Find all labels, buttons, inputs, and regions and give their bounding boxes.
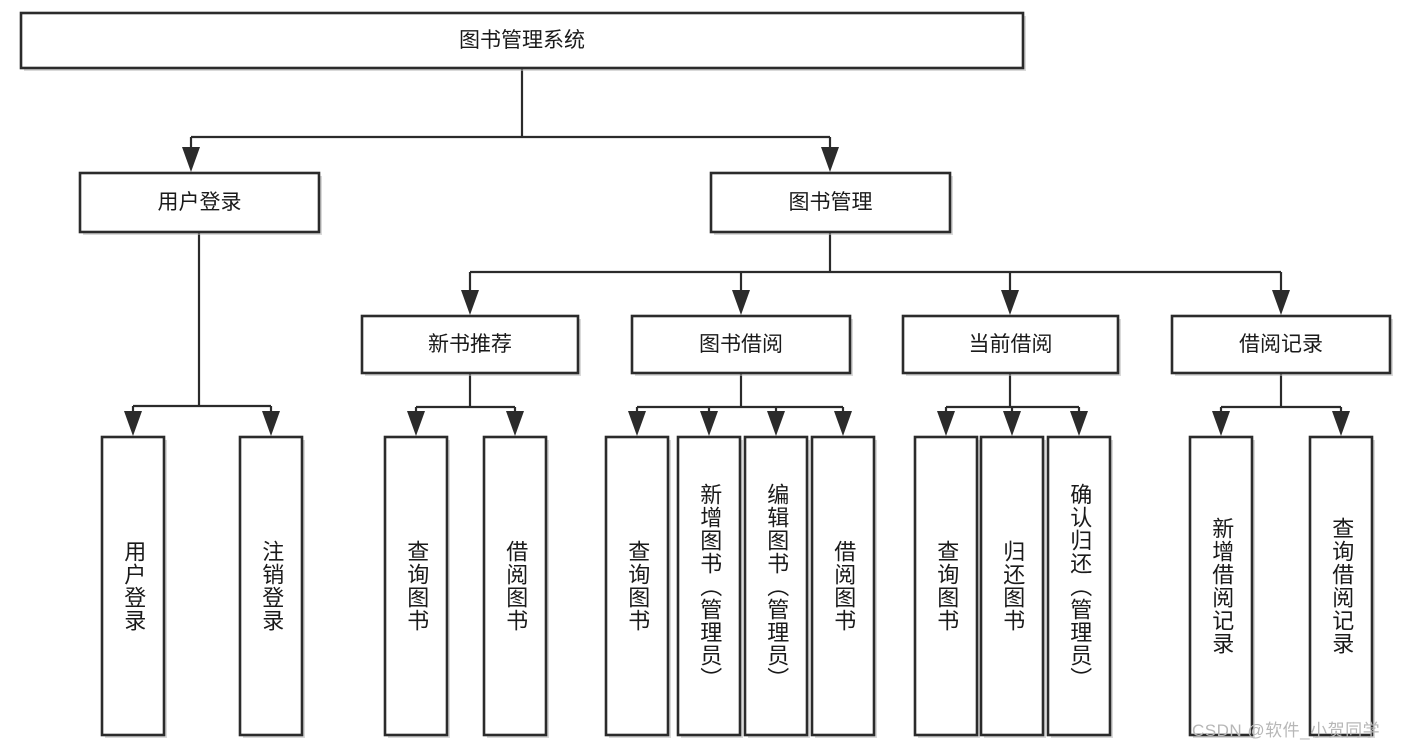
node-box-current-borrow[interactable]	[901, 314, 1120, 375]
node-label-book-manage: 图书管理	[789, 191, 873, 214]
arrow-head-icon	[732, 290, 750, 315]
node-box-borrow-record[interactable]	[1170, 314, 1392, 375]
arrow-head-icon	[1001, 290, 1019, 315]
arrow-head-icon	[461, 290, 479, 315]
node-box-leaf-borrow-edit-book[interactable]	[743, 435, 809, 737]
node-box-user-login[interactable]	[78, 171, 321, 234]
arrow-head-icon	[1272, 290, 1290, 315]
arrow-head-icon	[937, 411, 955, 436]
node-box-leaf-current-confirm-return[interactable]	[1046, 435, 1112, 737]
node-box-leaf-rec-query-book[interactable]	[383, 435, 449, 737]
node-label-root: 图书管理系统	[459, 29, 585, 52]
node-box-leaf-borrow-borrow-book[interactable]	[810, 435, 876, 737]
arrow-head-icon	[834, 411, 852, 436]
arrow-head-icon	[628, 411, 646, 436]
arrow-head-icon	[767, 411, 785, 436]
connector-root	[182, 68, 839, 172]
connector-book-manage	[461, 232, 1290, 315]
node-box-leaf-user-login[interactable]	[100, 435, 166, 737]
node-label-borrow-record: 借阅记录	[1239, 333, 1323, 356]
node-box-layer	[19, 11, 1393, 738]
node-label-book-borrow: 图书借阅	[699, 333, 783, 356]
watermark-text: CSDN @软件_小贺同学	[1192, 721, 1381, 740]
node-box-root[interactable]	[19, 11, 1025, 70]
node-box-leaf-rec-borrow-book[interactable]	[482, 435, 548, 737]
node-label-current-borrow: 当前借阅	[969, 333, 1053, 356]
arrow-head-icon	[1332, 411, 1350, 436]
arrow-head-icon	[124, 411, 142, 436]
node-box-new-book-rec[interactable]	[360, 314, 580, 375]
connector-user-login	[124, 232, 280, 436]
node-box-book-borrow[interactable]	[630, 314, 852, 375]
arrow-head-icon	[1003, 411, 1021, 436]
arrow-head-icon	[407, 411, 425, 436]
node-label-user-login: 用户登录	[158, 191, 242, 214]
connector-layer	[124, 68, 1350, 436]
arrow-head-icon	[821, 147, 839, 172]
connector-new-book-rec	[407, 373, 524, 436]
arrow-head-icon	[182, 147, 200, 172]
arrow-head-icon	[1212, 411, 1230, 436]
node-box-leaf-borrow-query-book[interactable]	[604, 435, 670, 737]
node-box-book-manage[interactable]	[709, 171, 952, 234]
node-box-leaf-borrow-add-book[interactable]	[676, 435, 742, 737]
arrow-head-icon	[1070, 411, 1088, 436]
connector-book-borrow	[628, 373, 852, 436]
node-box-leaf-user-logout[interactable]	[238, 435, 304, 737]
node-label-new-book-rec: 新书推荐	[428, 333, 512, 356]
connector-borrow-record	[1212, 373, 1350, 436]
arrow-head-icon	[262, 411, 280, 436]
arrow-head-icon	[506, 411, 524, 436]
node-box-leaf-current-return-book[interactable]	[979, 435, 1045, 737]
node-box-leaf-current-query-book[interactable]	[913, 435, 979, 737]
node-box-leaf-record-add[interactable]	[1188, 435, 1254, 737]
arrow-head-icon	[700, 411, 718, 436]
connector-current-borrow	[937, 373, 1088, 436]
node-box-leaf-record-query[interactable]	[1308, 435, 1374, 737]
